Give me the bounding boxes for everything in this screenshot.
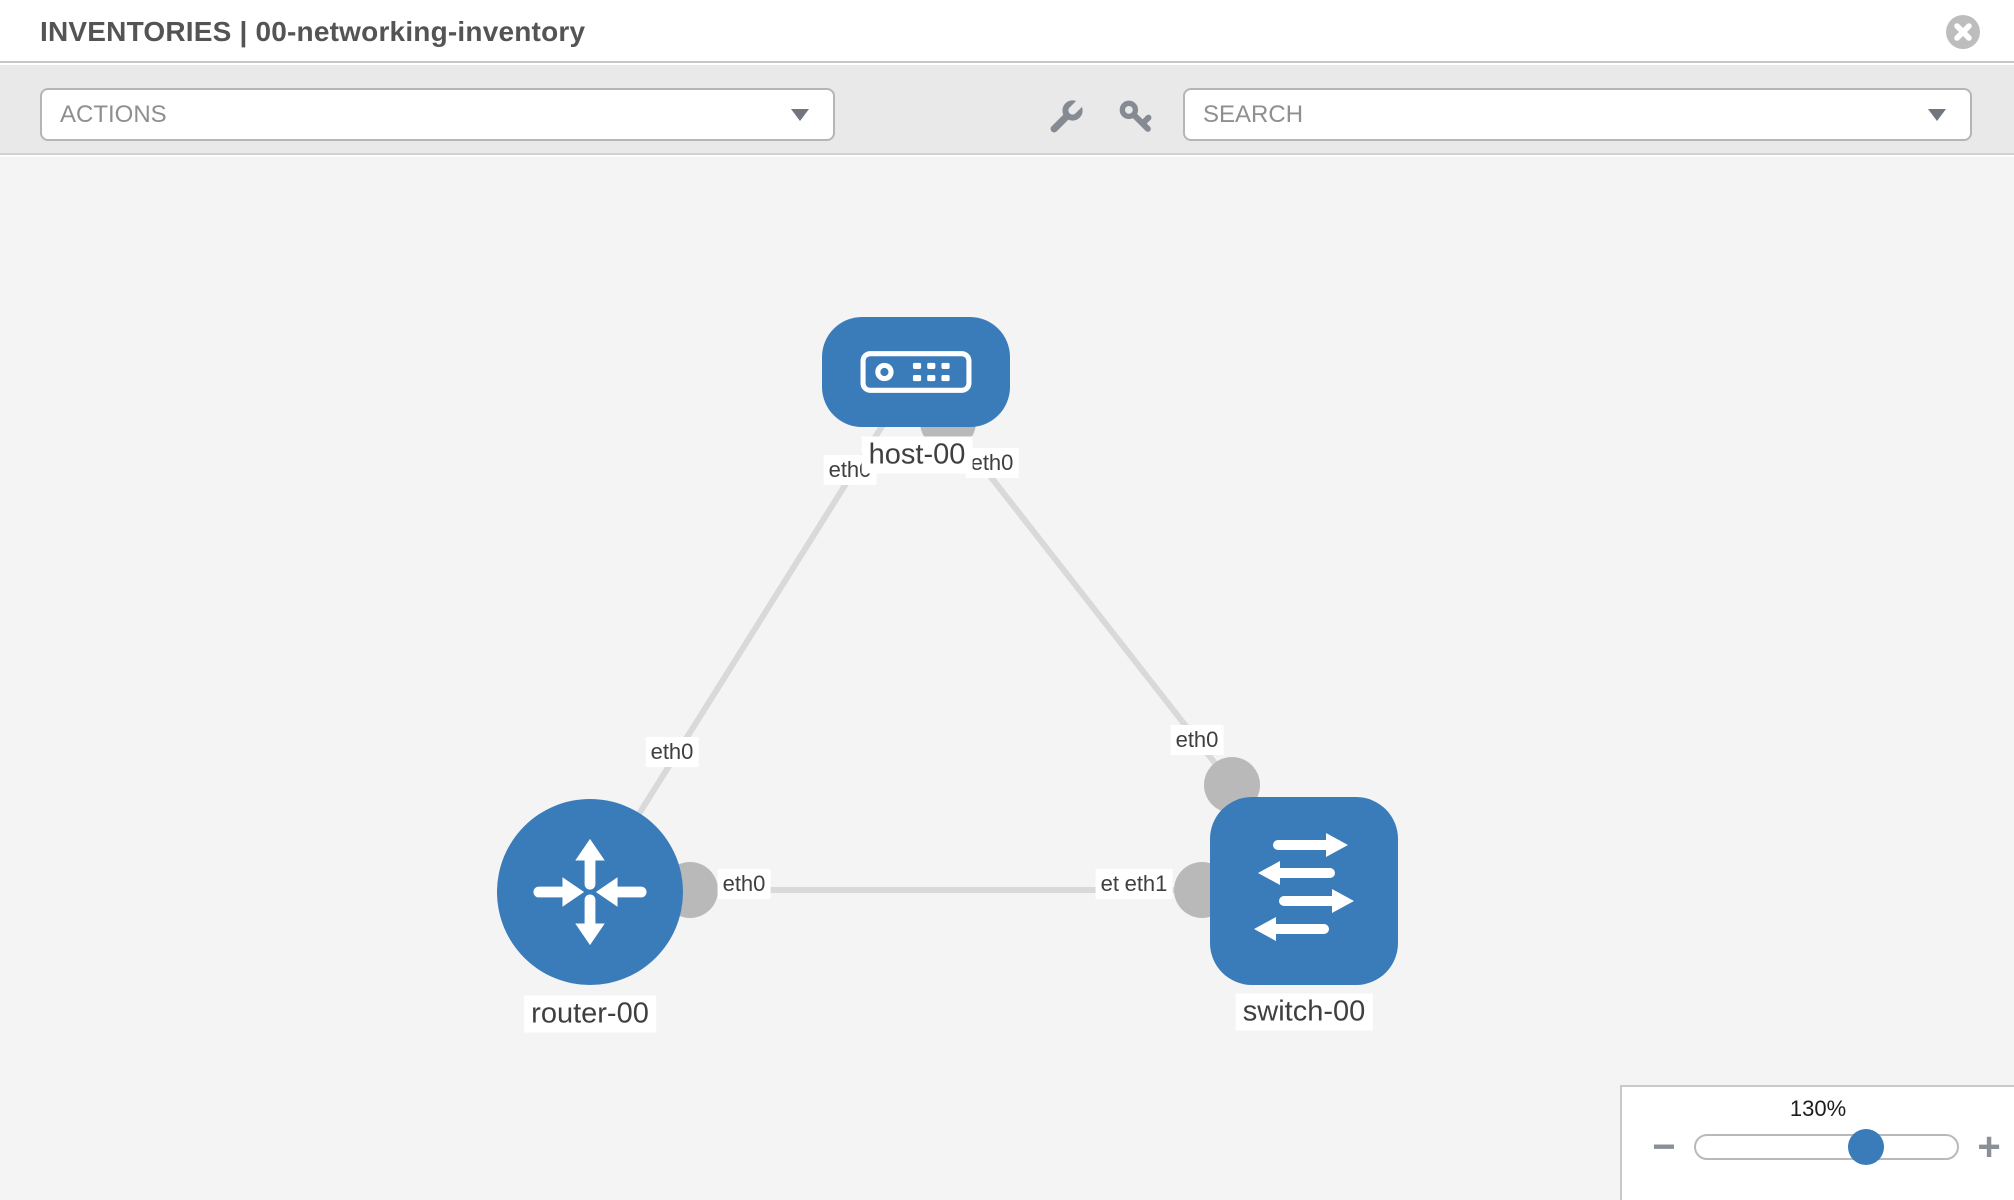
host-icon bbox=[860, 351, 972, 393]
zoom-slider-handle[interactable] bbox=[1848, 1129, 1884, 1165]
router-icon bbox=[533, 838, 647, 946]
titlebar: INVENTORIES | 00-networking-inventory bbox=[0, 0, 2014, 63]
search-dropdown[interactable]: SEARCH bbox=[1183, 88, 1972, 141]
node-label-host-00: host-00 bbox=[861, 436, 973, 474]
chevron-down-icon bbox=[1928, 109, 1946, 121]
zoom-level-value: 130% bbox=[1789, 1096, 1847, 1121]
zoom-out-button[interactable]: − bbox=[1642, 1127, 1686, 1167]
node-router-00[interactable] bbox=[497, 799, 683, 985]
interface-label-host-eth0-right: eth0 bbox=[965, 448, 1019, 478]
interface-label-switch-eth0-top: eth0 bbox=[1170, 725, 1224, 755]
zoom-panel: 130% − + bbox=[1620, 1085, 2014, 1200]
zoom-slider-row: − + bbox=[1622, 1127, 2014, 1167]
interface-label-router-eth0-top: eth0 bbox=[645, 737, 699, 767]
key-icon bbox=[1119, 100, 1152, 132]
toolbar: ACTIONS SEARCH bbox=[0, 65, 2014, 155]
zoom-in-button[interactable]: + bbox=[1967, 1127, 2011, 1167]
switch-icon bbox=[1254, 833, 1354, 941]
close-icon bbox=[1946, 15, 1980, 49]
node-switch-00[interactable] bbox=[1210, 797, 1398, 985]
key-button[interactable] bbox=[1114, 96, 1158, 140]
close-button[interactable] bbox=[1946, 15, 1980, 49]
zoom-slider[interactable] bbox=[1694, 1129, 1959, 1165]
node-label-router-00: router-00 bbox=[524, 995, 656, 1033]
wrench-button[interactable] bbox=[1044, 95, 1088, 140]
chevron-down-icon bbox=[791, 109, 809, 121]
actions-dropdown[interactable]: ACTIONS bbox=[40, 88, 835, 141]
edges-layer bbox=[587, 370, 1235, 894]
search-dropdown-label: SEARCH bbox=[1203, 101, 1304, 128]
node-host-00[interactable] bbox=[822, 317, 1010, 427]
topology-canvas[interactable]: eth0 eth0 eth0 eth0 eth1 eth1 eth0 host-… bbox=[0, 157, 2014, 1200]
node-label-switch-00: switch-00 bbox=[1235, 993, 1373, 1031]
wrench-icon bbox=[1050, 95, 1087, 132]
interface-label-router-eth0-mid: eth0 bbox=[717, 869, 771, 899]
page-title: INVENTORIES | 00-networking-inventory bbox=[40, 16, 586, 47]
actions-dropdown-label: ACTIONS bbox=[60, 101, 167, 128]
interface-label-switch-eth1-front: eth1 bbox=[1119, 869, 1173, 899]
